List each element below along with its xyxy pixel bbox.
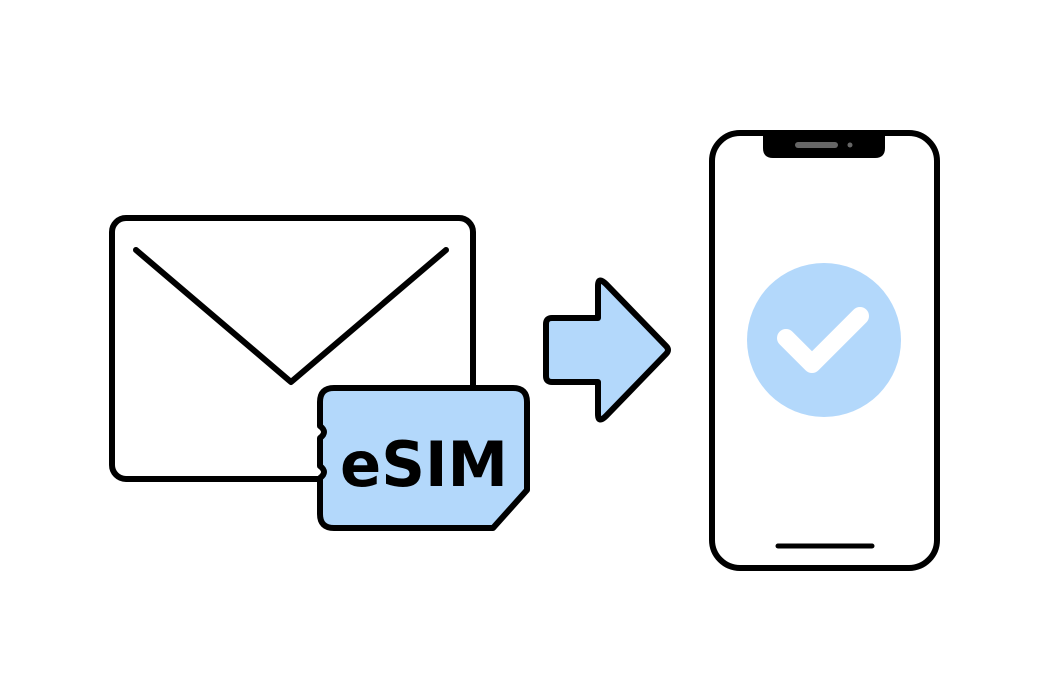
checkmark-circle-icon bbox=[747, 263, 901, 417]
arrow-right-icon bbox=[543, 277, 671, 423]
esim-label: eSIM bbox=[340, 428, 508, 501]
phone-camera bbox=[847, 142, 853, 148]
sim-card-icon: eSIM bbox=[317, 385, 530, 531]
phone-speaker bbox=[795, 142, 838, 148]
